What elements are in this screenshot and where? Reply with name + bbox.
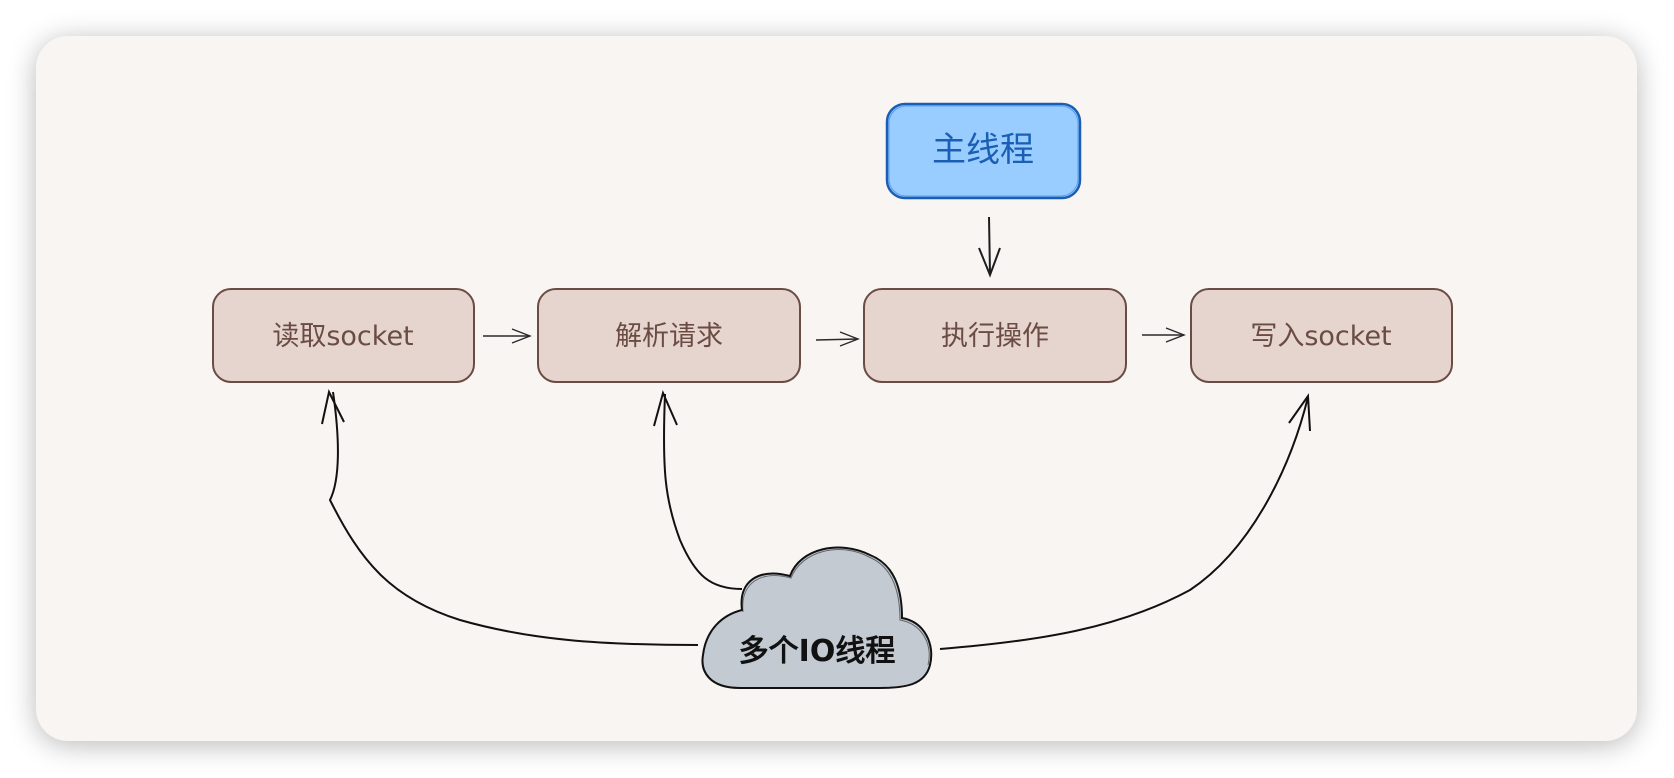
step-box	[863, 288, 1127, 383]
arrowhead-icon	[1165, 327, 1186, 343]
arrowhead-icon	[978, 247, 1001, 278]
edge-parse-to-execute	[815, 331, 860, 347]
edge-line	[939, 396, 1309, 650]
edge-line	[815, 338, 859, 341]
step-label: 执行操作	[941, 321, 1049, 352]
cloud-icon	[701, 546, 933, 689]
edge-io-to-parse	[653, 390, 743, 590]
step-node-write-socket[interactable]: 写入socket	[1190, 288, 1453, 383]
arrowhead-icon	[321, 389, 345, 425]
edge-line	[328, 391, 699, 646]
edge-io-to-write	[939, 393, 1311, 650]
step-node-read-socket[interactable]: 读取socket	[212, 288, 475, 383]
arrowhead-icon	[653, 390, 678, 427]
main-thread-label: 主线程	[932, 130, 1034, 170]
main-thread-node[interactable]: 主线程	[885, 102, 1082, 200]
step-node-execute[interactable]: 执行操作	[863, 288, 1127, 383]
edge-io-to-read	[321, 389, 699, 646]
step-label: 读取socket	[272, 321, 413, 352]
edge-line	[988, 216, 991, 275]
step-box	[212, 288, 475, 383]
edge-execute-to-write	[1142, 327, 1186, 343]
step-label: 解析请求	[615, 321, 723, 352]
step-label: 写入socket	[1250, 321, 1391, 352]
io-threads-label: 多个IO线程	[739, 634, 896, 669]
arrowhead-icon	[839, 331, 860, 347]
edge-read-to-parse	[483, 328, 532, 344]
arrowhead-icon	[1288, 393, 1311, 432]
step-node-parse-request[interactable]: 解析请求	[537, 288, 801, 383]
cloud-sketch-outline	[742, 549, 930, 666]
step-box	[1190, 288, 1453, 383]
main-thread-box	[885, 102, 1082, 200]
edge-line	[662, 393, 743, 590]
step-box	[537, 288, 801, 383]
arrowhead-icon	[511, 328, 532, 344]
main-thread-box-sketch	[888, 105, 1079, 197]
edge-main-to-execute	[978, 216, 1001, 278]
io-threads-node[interactable]: 多个IO线程	[701, 546, 933, 689]
